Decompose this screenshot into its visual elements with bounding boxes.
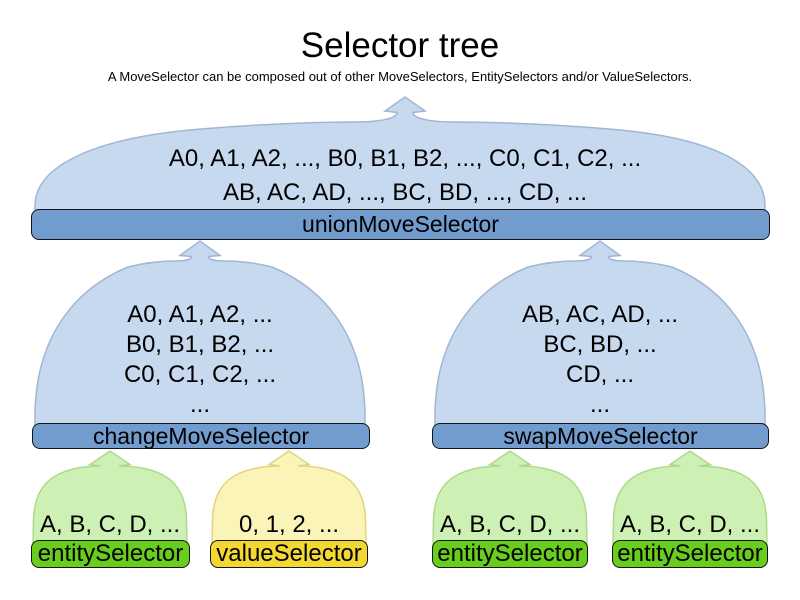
change-items-line: A0, A1, A2, ... bbox=[127, 301, 273, 328]
entity-right-funnel-arrow-shape bbox=[612, 450, 768, 546]
value-left-funnel-arrow-shape bbox=[211, 450, 367, 546]
entity-mid-funnel-items: A, B, C, D, ... bbox=[439, 511, 581, 538]
swap-funnel-items: AB, AC, AD, ... BC, BD, ... CD, ... ... bbox=[460, 300, 740, 420]
swap-items-line: AB, AC, AD, ... bbox=[521, 301, 679, 328]
diagram-subtitle: A MoveSelector can be composed out of ot… bbox=[107, 69, 693, 84]
value-selector-label: valueSelector bbox=[216, 540, 362, 567]
union-move-selector-label: unionMoveSelector bbox=[302, 211, 499, 237]
entity-selector-bar-right: entitySelector bbox=[612, 540, 768, 568]
swap-items-line: BC, BD, ... bbox=[543, 331, 657, 358]
change-move-selector-label: changeMoveSelector bbox=[92, 422, 310, 449]
union-funnel-items: A0, A1, A2, ..., B0, B1, B2, ..., C0, C1… bbox=[60, 142, 750, 210]
swap-move-selector-label: swapMoveSelector bbox=[503, 422, 698, 449]
swap-move-selector-bar: swapMoveSelector bbox=[432, 423, 769, 449]
entity-selector-label: entitySelector bbox=[37, 540, 184, 567]
entity-left-funnel-items: A, B, C, D, ... bbox=[39, 511, 181, 538]
entity-mid-funnel-arrow-shape bbox=[432, 450, 588, 546]
union-items-line: AB, AC, AD, ..., BC, BD, ..., CD, ... bbox=[222, 179, 588, 206]
entity-left-funnel-arrow-shape bbox=[32, 450, 188, 546]
change-items-line: B0, B1, B2, ... bbox=[125, 331, 275, 358]
union-items-line: A0, A1, A2, ..., B0, B1, B2, ..., C0, C1… bbox=[168, 145, 642, 172]
change-items-line: ... bbox=[189, 391, 210, 418]
change-funnel-arrow-shape bbox=[34, 240, 366, 431]
change-move-selector-bar: changeMoveSelector bbox=[32, 423, 370, 449]
union-move-selector-bar: unionMoveSelector bbox=[31, 209, 770, 240]
swap-funnel-arrow-shape bbox=[434, 240, 766, 431]
value-left-funnel-items: 0, 1, 2, ... bbox=[238, 511, 340, 538]
diagram-title: Selector tree bbox=[300, 26, 500, 65]
change-items-line: C0, C1, C2, ... bbox=[123, 361, 277, 388]
union-funnel-arrow-shape bbox=[34, 96, 766, 219]
swap-items-line: CD, ... bbox=[565, 361, 634, 388]
entity-right-funnel-items: A, B, C, D, ... bbox=[619, 511, 761, 538]
change-funnel-items: A0, A1, A2, ... B0, B1, B2, ... C0, C1, … bbox=[60, 300, 340, 420]
entity-selector-label: entitySelector bbox=[437, 540, 583, 567]
entity-selector-label: entitySelector bbox=[617, 540, 763, 567]
swap-items-line: ... bbox=[589, 391, 610, 418]
entity-selector-bar-left: entitySelector bbox=[31, 540, 190, 568]
value-selector-bar: valueSelector bbox=[210, 540, 368, 568]
entity-selector-bar-mid: entitySelector bbox=[432, 540, 588, 568]
